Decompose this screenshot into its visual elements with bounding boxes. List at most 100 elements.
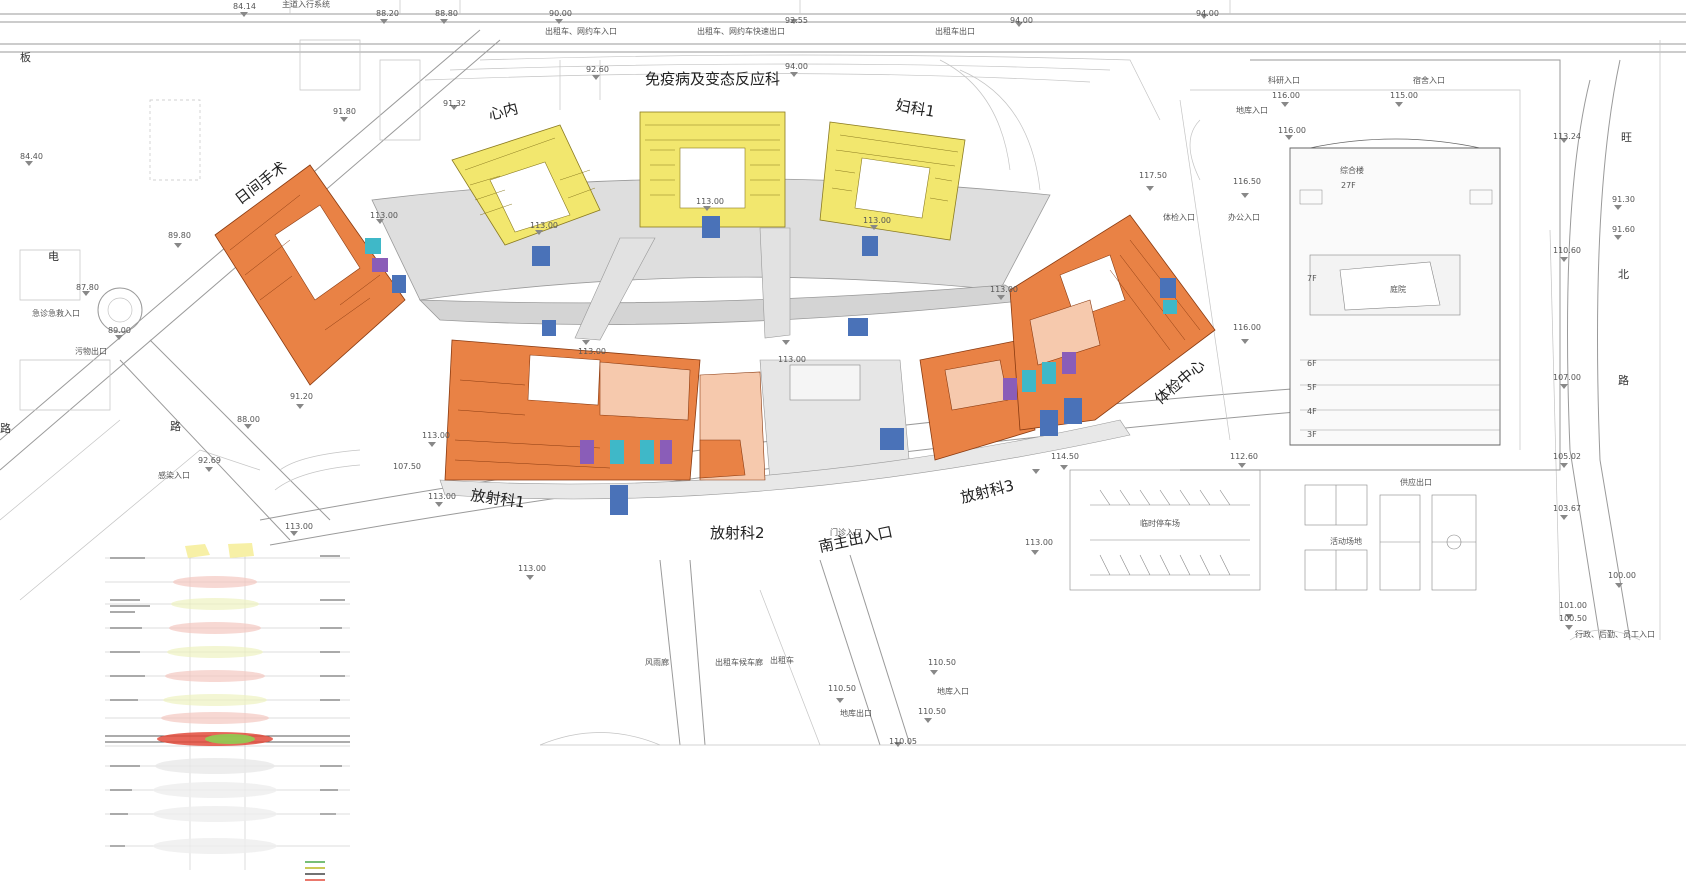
label-floor-27: 27F bbox=[1341, 181, 1356, 190]
label-left-cut-3: 路 bbox=[0, 422, 11, 435]
ward-block-gynecology bbox=[819, 121, 966, 241]
elevation-label: 113.00 bbox=[1025, 538, 1053, 547]
label-floor-3: 3F bbox=[1307, 430, 1317, 439]
elevation-label: 91.80 bbox=[333, 107, 356, 116]
label-garage-entry-south: 地库入口 bbox=[937, 686, 969, 696]
elevation-label: 113.00 bbox=[578, 347, 606, 356]
label-emergency-entry: 急诊急救入口 bbox=[32, 308, 80, 318]
label-activity-area: 活动场地 bbox=[1330, 536, 1362, 546]
label-top-left-cut: 主道入行系统 bbox=[282, 0, 330, 9]
elevation-markers bbox=[25, 12, 1623, 747]
label-dept-radiology-3: 放射科3 bbox=[959, 476, 1016, 507]
elevation-label: 110.50 bbox=[918, 707, 946, 716]
elevation-label: 91.32 bbox=[443, 99, 466, 108]
label-north-exit-fast: 出租车、网约车快速出口 bbox=[697, 26, 785, 36]
complex-building bbox=[1289, 138, 1501, 446]
elevation-label: 113.00 bbox=[778, 355, 806, 364]
label-infection-entry: 感染入口 bbox=[158, 470, 190, 480]
elevation-label: 94.00 bbox=[1010, 16, 1033, 25]
elevation-label: 105.02 bbox=[1553, 452, 1581, 461]
elevation-label: 88.00 bbox=[237, 415, 260, 424]
radiology-block-1 bbox=[444, 339, 701, 481]
elevation-label: 113.00 bbox=[990, 285, 1018, 294]
label-left-cut-2: 电 bbox=[48, 250, 59, 263]
label-dept-radiology-2: 放射科2 bbox=[710, 524, 765, 542]
elevation-label: 116.50 bbox=[1233, 177, 1261, 186]
label-courtyard: 庭院 bbox=[1390, 284, 1406, 294]
radiology-block-2 bbox=[699, 371, 766, 481]
label-clinic-entry: 门诊入口 bbox=[830, 527, 862, 537]
label-floor-7: 7F bbox=[1307, 274, 1317, 283]
day-surgery-block bbox=[214, 164, 406, 386]
checkup-center-block bbox=[1009, 214, 1216, 431]
label-office-entry: 办公入口 bbox=[1228, 212, 1260, 222]
elevation-label: 112.60 bbox=[1230, 452, 1258, 461]
ward-block-cardiology bbox=[451, 124, 601, 246]
label-dept-cardiology: 心内 bbox=[487, 99, 520, 124]
label-dept-gynecology: 妇科1 bbox=[894, 96, 936, 121]
elevation-label: 91.30 bbox=[1612, 195, 1635, 204]
elevation-label: 117.50 bbox=[1139, 171, 1167, 180]
label-north-taxi-exit: 出租车出口 bbox=[935, 26, 975, 36]
elevation-label: 113.00 bbox=[428, 492, 456, 501]
elevation-label: 91.20 bbox=[290, 392, 313, 401]
vertical-cores bbox=[365, 216, 1177, 515]
label-right-cut-1: 旺 bbox=[1621, 131, 1632, 144]
label-taxi-queue: 出租车候车廊 bbox=[715, 657, 763, 667]
label-road-west: 路 bbox=[170, 420, 181, 433]
elevation-label: 115.00 bbox=[1390, 91, 1418, 100]
label-north-entry: 出租车、网约车入口 bbox=[545, 26, 617, 36]
radiology-block-3 bbox=[919, 339, 1036, 461]
elevation-label: 113.24 bbox=[1553, 132, 1581, 141]
section-diagram bbox=[105, 543, 350, 881]
label-garage-exit-south: 地库出口 bbox=[840, 708, 872, 718]
elevation-label: 116.00 bbox=[1233, 323, 1261, 332]
label-garage-entry: 地库入口 bbox=[1236, 105, 1268, 115]
elevation-label: 113.00 bbox=[370, 211, 398, 220]
label-research-entry: 科研入口 bbox=[1268, 75, 1300, 85]
elevation-label: 94.00 bbox=[785, 62, 808, 71]
elevation-label: 100.50 bbox=[1559, 614, 1587, 623]
elevation-label: 88.80 bbox=[435, 9, 458, 18]
elevation-label: 113.00 bbox=[696, 197, 724, 206]
label-floor-6: 6F bbox=[1307, 359, 1317, 368]
elevation-label: 92.55 bbox=[785, 16, 808, 25]
elevation-label: 110.60 bbox=[1553, 246, 1581, 255]
label-dept-immunology: 免疫病及变态反应科 bbox=[645, 70, 780, 88]
elevation-label: 90.00 bbox=[549, 9, 572, 18]
elevation-label: 113.00 bbox=[285, 522, 313, 531]
label-checkup-entry: 体检入口 bbox=[1163, 212, 1195, 222]
elevation-label: 103.67 bbox=[1553, 504, 1581, 513]
label-left-cut-1: 板 bbox=[20, 50, 31, 64]
elevation-label: 116.00 bbox=[1278, 126, 1306, 135]
elevation-label: 113.00 bbox=[518, 564, 546, 573]
label-waste-exit: 污物出口 bbox=[75, 346, 107, 356]
elevation-label: 94.00 bbox=[1196, 9, 1219, 18]
label-dorm-entry: 宿舍入口 bbox=[1413, 75, 1445, 85]
elevation-label: 91.60 bbox=[1612, 225, 1635, 234]
label-right-cut-2: 北 bbox=[1618, 268, 1629, 281]
label-admin-entry: 行政、后勤、员工入口 bbox=[1575, 629, 1655, 639]
elevation-label: 113.00 bbox=[530, 221, 558, 230]
elevation-label: 87.80 bbox=[76, 283, 99, 292]
elevation-label: 107.00 bbox=[1553, 373, 1581, 382]
elevation-label: 89.80 bbox=[168, 231, 191, 240]
elevation-label: 84.40 bbox=[20, 152, 43, 161]
label-canopy: 风雨廊 bbox=[645, 657, 669, 667]
elevation-label: 116.00 bbox=[1272, 91, 1300, 100]
elevation-label: 100.00 bbox=[1608, 571, 1636, 580]
elevation-label: 88.20 bbox=[376, 9, 399, 18]
label-floor-5: 5F bbox=[1307, 383, 1317, 392]
elevation-label: 110.05 bbox=[889, 737, 917, 746]
elevation-label: 89.00 bbox=[108, 326, 131, 335]
label-taxi: 出租车 bbox=[770, 655, 794, 665]
elevation-label: 110.50 bbox=[928, 658, 956, 667]
ward-block-immunology bbox=[639, 111, 786, 228]
label-right-cut-3: 路 bbox=[1618, 374, 1629, 387]
elevation-label: 114.50 bbox=[1051, 452, 1079, 461]
elevation-label: 101.00 bbox=[1559, 601, 1587, 610]
elevation-label: 107.50 bbox=[393, 462, 421, 471]
label-floor-4: 4F bbox=[1307, 407, 1317, 416]
elevation-label: 84.14 bbox=[233, 2, 256, 11]
